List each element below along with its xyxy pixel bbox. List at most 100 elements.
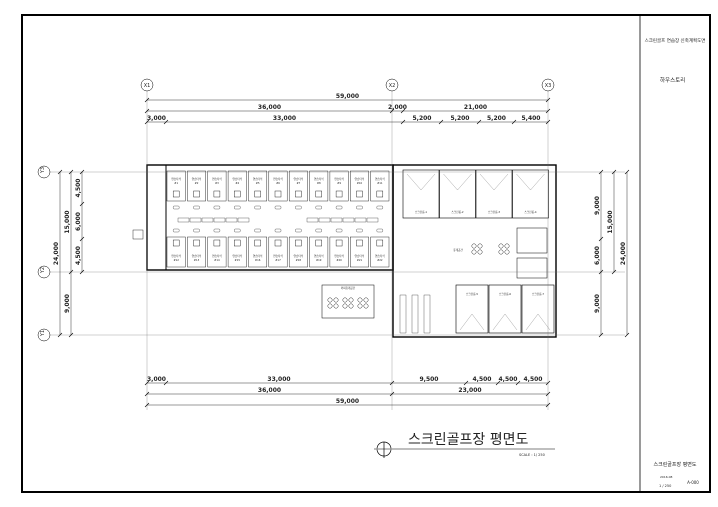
screen-icon	[315, 190, 322, 198]
seat-icon	[335, 228, 343, 233]
dim-text: 15,000	[607, 210, 614, 233]
dim-tick	[515, 380, 521, 386]
dim-tick	[438, 119, 444, 125]
dim-tick	[545, 108, 551, 114]
dim-text: 4,500	[75, 246, 82, 265]
dim-text: 3,000	[147, 115, 166, 122]
practice-bay	[166, 236, 186, 268]
dim-tick	[163, 380, 169, 386]
restroom	[516, 257, 548, 279]
bench-icon	[201, 217, 214, 223]
screen-room-label: 스크린룸-5	[466, 292, 478, 296]
grid-label-y: Y1	[40, 330, 46, 337]
dim-text: 33,000	[267, 376, 290, 383]
restroom	[516, 227, 548, 254]
grid-bubble	[37, 265, 51, 279]
practice-bay	[166, 170, 186, 202]
seat-icon	[254, 228, 261, 233]
screen-icon	[315, 239, 322, 247]
tb-project: 스크린골프 연습장 신축계획도면	[645, 37, 706, 44]
screen-room-projection	[443, 173, 458, 191]
dim-text: 23,000	[458, 387, 481, 394]
screen-room-projection	[459, 313, 473, 331]
dim-tick	[545, 380, 551, 386]
bay-label: 연습타석	[253, 254, 263, 258]
dim-tick	[57, 169, 63, 175]
bay-label: 연습타석	[192, 254, 202, 258]
seat-icon	[274, 228, 282, 233]
bay-number: #21	[357, 258, 363, 262]
screen-icon	[172, 239, 180, 247]
grid-label-x: X1	[144, 83, 151, 89]
bay-number: #12	[173, 258, 179, 262]
screen-room-projection	[530, 173, 545, 191]
table-set-icon	[363, 303, 369, 309]
screen-room-projection	[504, 313, 518, 331]
seat-icon	[254, 205, 261, 210]
screen-icon	[376, 190, 384, 198]
dim-tick	[545, 391, 551, 397]
dim-text: 6,000	[594, 246, 601, 265]
table-set-icon	[471, 243, 477, 249]
screen-icon	[193, 239, 200, 247]
screen-room-label: 스크린룸-2	[451, 210, 463, 214]
dim-tick	[79, 236, 85, 242]
seat-icon	[234, 228, 241, 233]
screen-room-label: 스크린룸-7	[532, 292, 544, 296]
entrance-door-icon	[132, 229, 144, 240]
grid-label-x: X2	[389, 83, 396, 89]
dim-tick	[144, 119, 150, 125]
bay-number: #4	[235, 181, 239, 185]
cafe-label: 커피휴게공간	[341, 286, 356, 290]
practice-bay	[329, 170, 349, 202]
screen-room-label: 스크린룸-1	[415, 210, 427, 214]
screen-icon	[356, 190, 363, 198]
bay-number: #16	[255, 258, 261, 262]
grid-label-y: Y3	[40, 167, 46, 174]
grid-bubble	[37, 328, 51, 342]
seat-icon	[295, 228, 302, 233]
screen-icon	[295, 239, 302, 247]
practice-bay	[227, 236, 247, 268]
dim-text: 2,000	[388, 104, 407, 111]
dim-tick	[144, 108, 150, 114]
screen-icon	[254, 190, 261, 198]
dim-tick	[389, 380, 395, 386]
dim-tick	[400, 119, 406, 125]
dim-tick	[495, 380, 501, 386]
screen-room-label: 스크린룸-4	[524, 210, 536, 214]
screen-room-projection	[457, 173, 472, 191]
dim-text: 24,000	[53, 242, 60, 265]
bay-label: 연습타석	[232, 254, 242, 258]
screen-room-projection	[492, 313, 506, 331]
screen-icon	[274, 239, 282, 247]
plan-geometry: 연습타석#1연습타석#2연습타석#3연습타석#4연습타석#5연습타석#6연습타석…	[132, 164, 557, 338]
screen-icon	[335, 190, 343, 198]
screen-room	[439, 169, 476, 219]
drawing-scale: SCALE : 1/ 250	[519, 453, 545, 457]
dim-tick	[144, 402, 150, 408]
bench-icon	[189, 217, 202, 223]
bay-number: #10	[357, 181, 363, 185]
table-set-icon	[333, 297, 339, 303]
dim-text: 4,500	[499, 376, 518, 383]
screen-room	[488, 284, 522, 334]
practice-bay	[350, 170, 369, 202]
grid-label-y: Y2	[40, 267, 46, 274]
dim-tick	[624, 169, 630, 175]
screen-icon	[274, 190, 282, 198]
bay-number: #11	[377, 181, 383, 185]
screen-room	[512, 169, 549, 219]
seat-icon	[356, 205, 363, 210]
bay-number: #3	[215, 181, 219, 185]
bay-label: 연습타석	[192, 177, 202, 181]
screen-room-label: 스크린룸-6	[499, 292, 511, 296]
screen-room-projection	[406, 173, 422, 191]
dim-text: 21,000	[464, 104, 487, 111]
dim-tick	[79, 269, 85, 275]
bench-icon	[225, 217, 238, 223]
table-set-icon	[357, 303, 363, 309]
bay-label: 연습타석	[314, 254, 324, 258]
seat-icon	[234, 205, 241, 210]
